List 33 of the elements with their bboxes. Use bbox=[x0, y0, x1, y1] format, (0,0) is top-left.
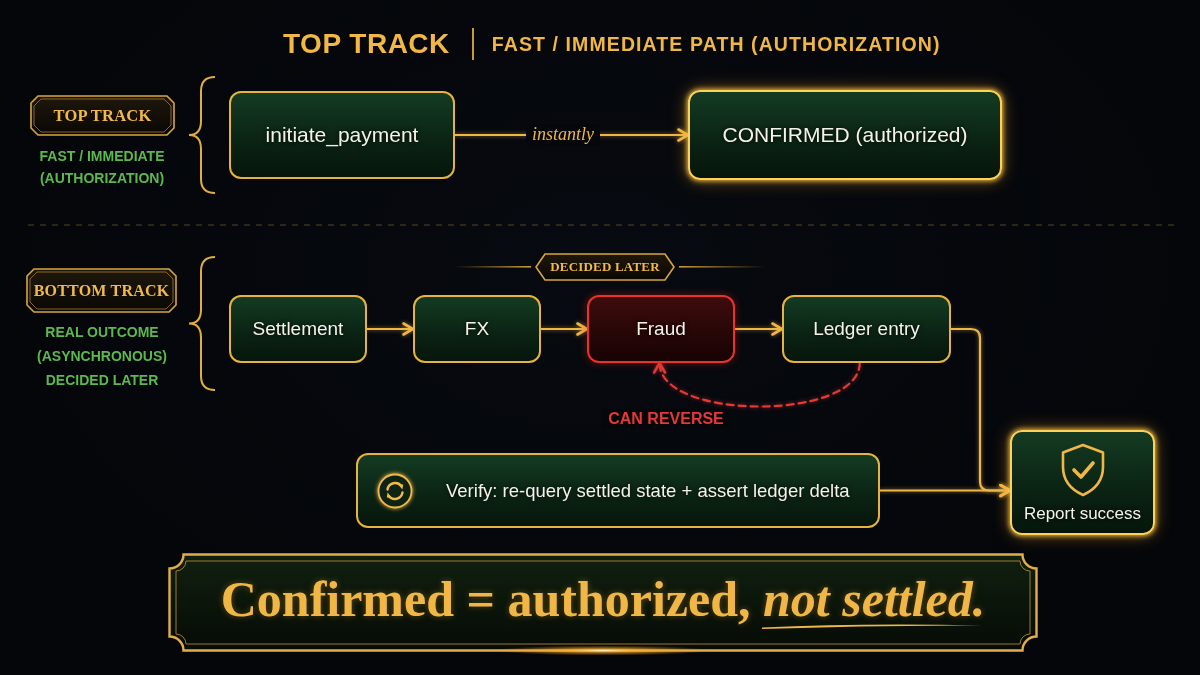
plaque-label: TOP TRACK bbox=[53, 105, 152, 126]
arrow bbox=[655, 361, 861, 408]
arrow bbox=[365, 322, 415, 336]
box-label: FX bbox=[464, 318, 490, 340]
process-box bbox=[229, 91, 455, 179]
track-plaque bbox=[26, 268, 177, 313]
arrow bbox=[733, 322, 784, 336]
tag-label: DECIDED LATER bbox=[550, 259, 660, 275]
process-box bbox=[413, 295, 541, 363]
process-box bbox=[782, 295, 951, 363]
result-box bbox=[1010, 430, 1155, 535]
process-box bbox=[229, 295, 367, 363]
section-tag bbox=[535, 253, 675, 281]
arrow bbox=[878, 483, 1012, 498]
alert-box bbox=[587, 295, 735, 363]
box-label: initiate_payment bbox=[265, 122, 419, 148]
diagram-title: TOP TRACK bbox=[283, 28, 450, 60]
box-label: Report success bbox=[1023, 504, 1142, 524]
track-caption: FAST / IMMEDIATE (AUTHORIZATION) bbox=[38, 147, 166, 188]
box-label: Fraud bbox=[636, 318, 686, 340]
box-label: Settlement bbox=[252, 318, 344, 340]
edge-label: instantly bbox=[526, 124, 600, 146]
banner bbox=[168, 553, 1038, 652]
subtitle: FAST / IMMEDIATE PATH (AUTHORIZATION) bbox=[491, 32, 941, 56]
arrow bbox=[539, 322, 589, 336]
box-label: CONFIRMED (authorized) bbox=[722, 122, 968, 148]
process-box bbox=[356, 453, 880, 528]
box-label: Ledger entry bbox=[813, 318, 920, 340]
box-label: Verify: re-query settled state + assert ledger delta bbox=[446, 479, 850, 502]
track-plaque bbox=[30, 95, 175, 136]
status-box bbox=[688, 90, 1002, 180]
track-caption: REAL OUTCOME (ASYNCHRONOUS) DECIDED LATER bbox=[36, 323, 168, 390]
plaque-label: BOTTOM TRACK bbox=[33, 281, 170, 300]
